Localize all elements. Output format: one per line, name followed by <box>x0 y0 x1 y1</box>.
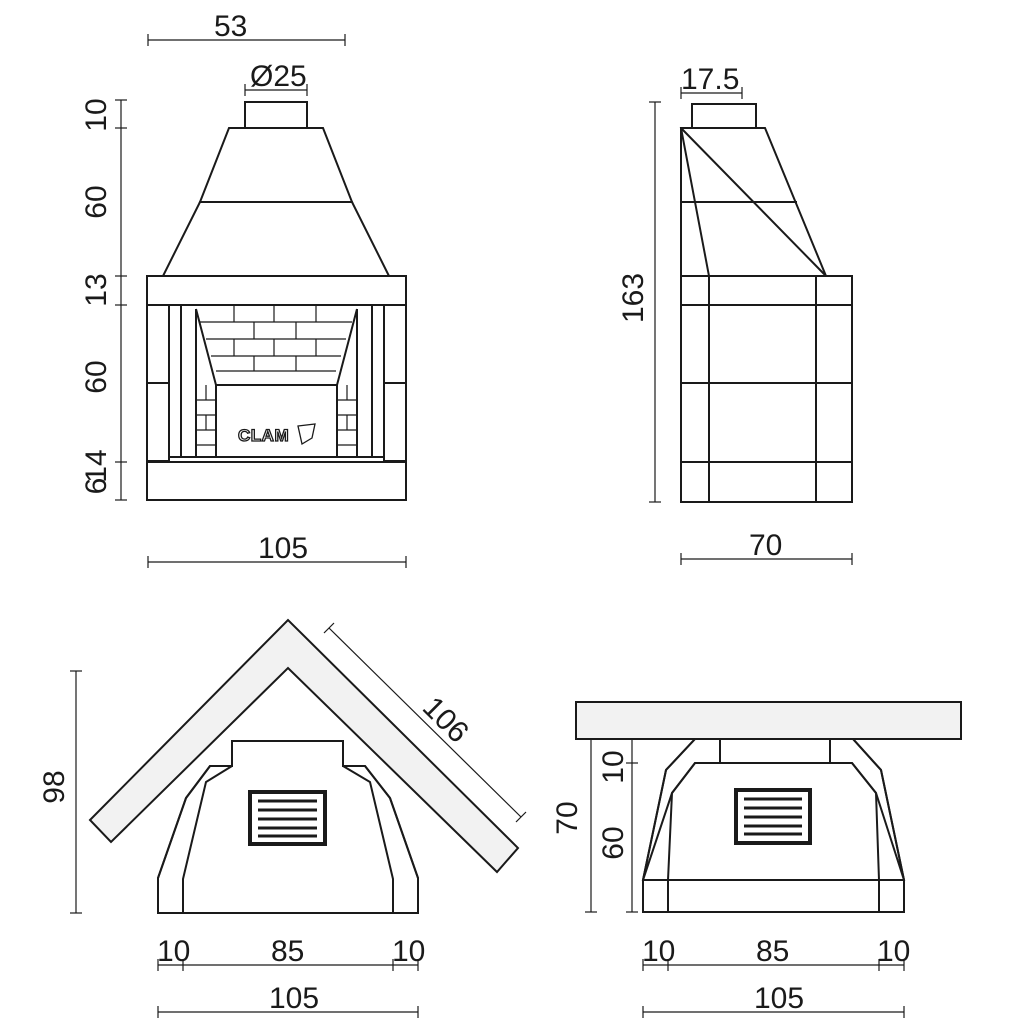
corner-side-dim-line <box>328 627 522 818</box>
lintel-beam <box>146 275 407 306</box>
side-height-label: 163 <box>617 273 650 323</box>
wall-inner-width-label: 85 <box>756 935 789 968</box>
side-body <box>680 275 853 503</box>
fireback-plate <box>215 384 338 458</box>
height-opening-label: 60 <box>80 360 113 393</box>
wall-depth-label: 70 <box>551 801 584 834</box>
height-base-label: 6 <box>80 478 113 495</box>
corner-inner-width-label: 85 <box>271 935 304 968</box>
wall-right-inner-wall <box>830 762 880 912</box>
side-depth-label: 70 <box>749 529 782 562</box>
height-hearth-label: 14 <box>80 449 113 482</box>
wall-shelf <box>575 701 962 740</box>
height-flue-label: 10 <box>80 98 113 131</box>
front-view: 53 Ø25 <box>80 10 407 568</box>
top-width-label: 53 <box>214 10 247 43</box>
corner-plan-view: 98 106 10 85 10 105 <box>38 618 527 1018</box>
right-jamb <box>371 304 385 462</box>
front-width-label: 105 <box>258 532 308 565</box>
flue-collar <box>244 101 308 129</box>
wall-left-inner-wall <box>667 762 720 912</box>
side-flue-collar <box>691 103 757 129</box>
hearth-base <box>146 461 407 501</box>
corner-left-inner-wall <box>182 765 233 913</box>
flue-depth-label: 17.5 <box>681 63 739 96</box>
wall-flue-box <box>719 738 831 764</box>
wall-inner-depth-label: 60 <box>597 826 630 859</box>
corner-depth-label: 98 <box>38 770 71 803</box>
wall-width-label: 105 <box>754 982 804 1015</box>
brick-pattern <box>196 305 357 446</box>
wall-thickness-label: 10 <box>597 750 630 783</box>
logo-flame-icon <box>297 423 316 446</box>
corner-side-label: 106 <box>416 691 475 750</box>
corner-roof-shelf <box>88 618 520 874</box>
corner-vent-slats <box>258 799 317 838</box>
hood-lower <box>161 201 391 277</box>
side-view: 17.5 163 70 <box>617 63 853 565</box>
flue-diameter-label: Ø25 <box>250 60 307 93</box>
corner-right-wall-label: 10 <box>392 935 425 968</box>
corner-right-inner-wall <box>342 765 394 913</box>
wall-plan-view: 70 10 60 10 85 10 105 <box>551 701 962 1018</box>
corner-left-wall-label: 10 <box>157 935 190 968</box>
brand-logo: CLAM <box>238 426 289 445</box>
height-hood-label: 60 <box>80 185 113 218</box>
wall-vent-slats <box>744 797 802 836</box>
wall-right-wall-label: 10 <box>877 935 910 968</box>
hood-upper <box>198 127 354 203</box>
wall-left-wall-label: 10 <box>642 935 675 968</box>
corner-width-label: 105 <box>269 982 319 1015</box>
left-jamb <box>168 304 182 462</box>
height-beam-label: 13 <box>80 273 113 306</box>
